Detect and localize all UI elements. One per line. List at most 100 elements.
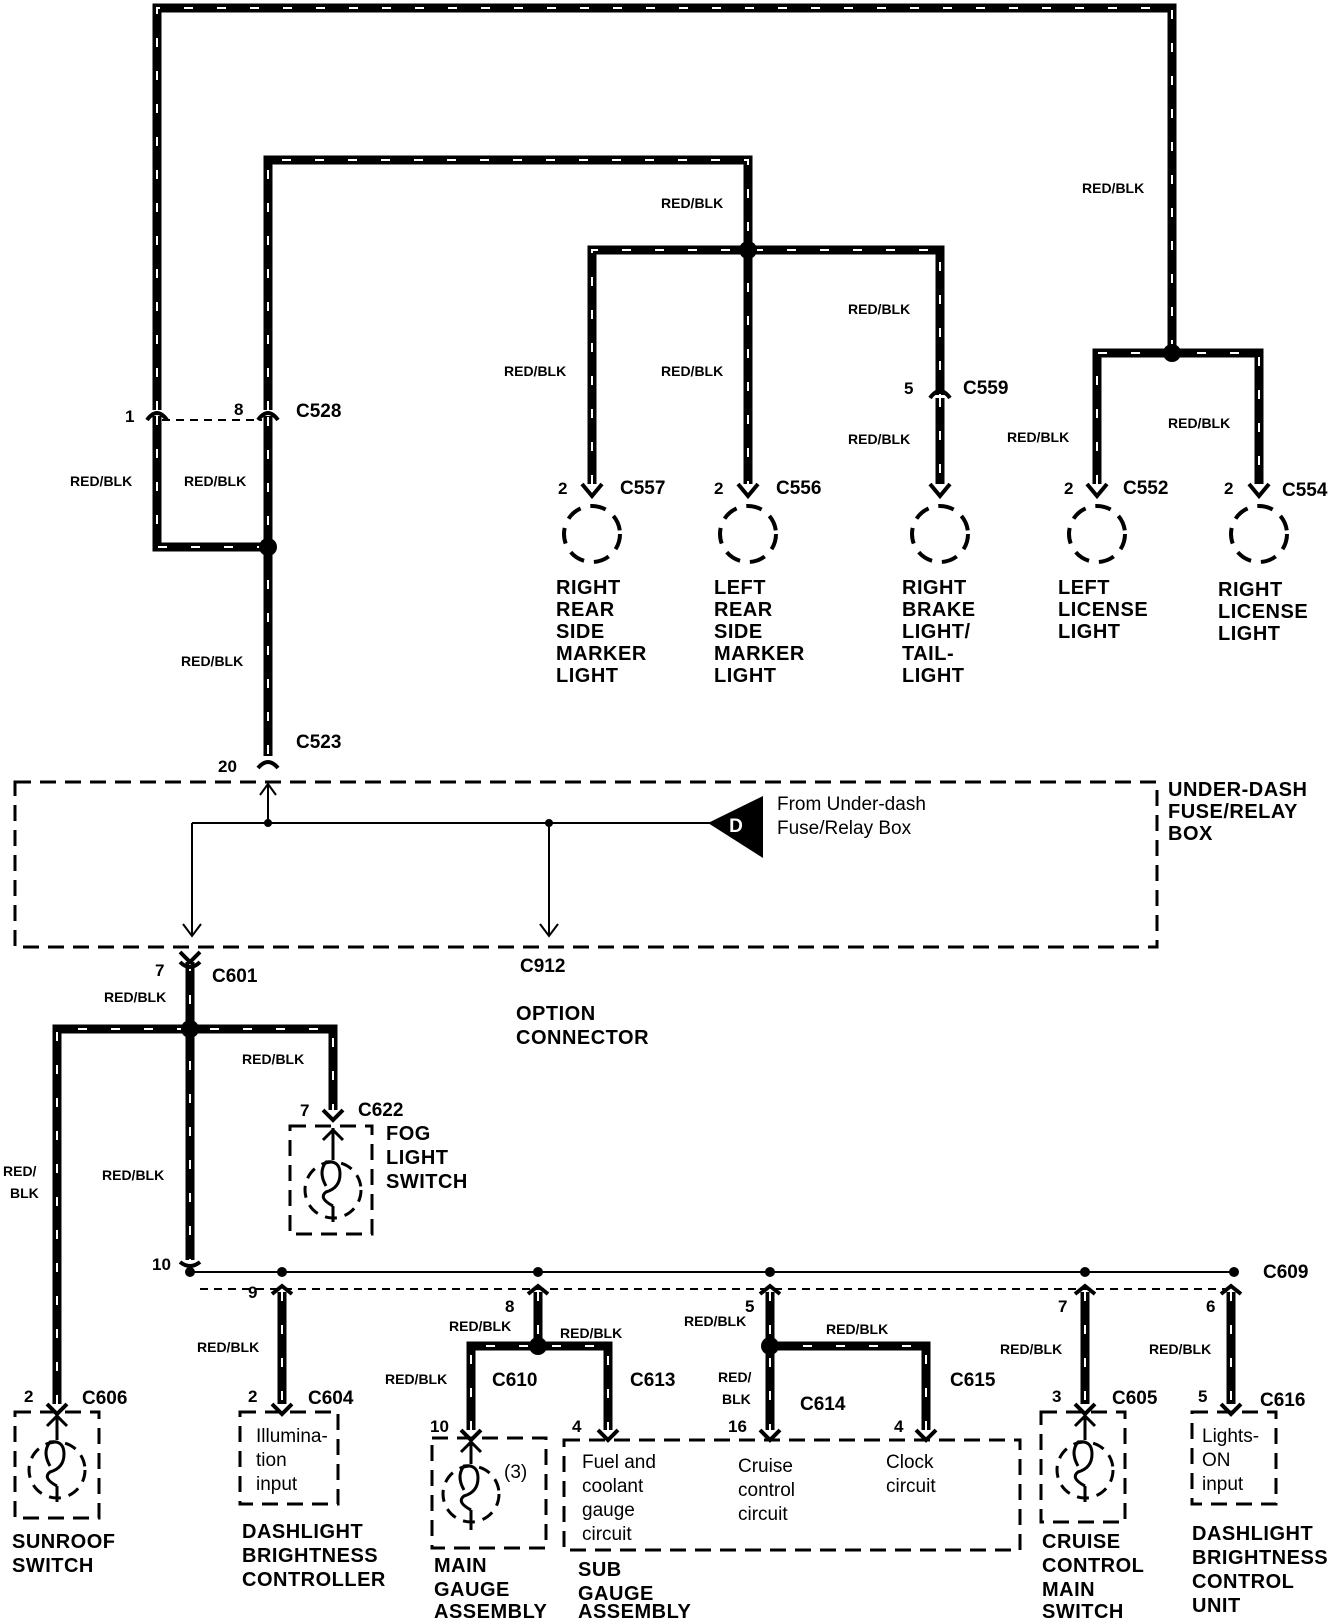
wire-label: RED/BLK [242, 1051, 304, 1067]
svg-text:Fuel and: Fuel and [582, 1452, 656, 1473]
wire-label: RED/BLK [385, 1371, 447, 1387]
pin-numbers: 1 8 2 2 5 2 2 20 7 7 10 9 8 5 7 6 2 2 10… [24, 379, 1233, 1436]
svg-text:circuit: circuit [582, 1524, 632, 1545]
svg-text:OPTION: OPTION [516, 1003, 596, 1025]
svg-text:Lights-: Lights- [1202, 1426, 1259, 1447]
bulb-icon-left-rear-marker [718, 504, 778, 564]
connector-name-c615: C615 [950, 1370, 996, 1391]
fuse-source-text-2: Fuse/Relay Box [777, 818, 912, 839]
left-license-light-label: LEFT LICENSE LIGHT [1058, 577, 1148, 643]
wire-label: RED/BLK [104, 989, 166, 1005]
svg-text:UNIT: UNIT [1192, 1595, 1241, 1617]
connector-name-c556: C556 [776, 478, 821, 499]
dashlight-controller-box [238, 1410, 340, 1506]
pin-number: 3 [1052, 1387, 1061, 1406]
fuse-source-triangle: D From Under-dash Fuse/Relay Box [708, 794, 926, 858]
pin-number: 16 [728, 1417, 747, 1436]
svg-text:DASHLIGHT: DASHLIGHT [242, 1521, 363, 1543]
pin-number: 5 [904, 379, 913, 398]
svg-text:CONTROLLER: CONTROLLER [242, 1569, 386, 1591]
svg-text:CONTROL: CONTROL [1042, 1555, 1144, 1577]
pin-number: 2 [24, 1387, 33, 1406]
fuel-circuit-label: Fuel and coolant gauge circuit [582, 1452, 656, 1545]
svg-text:coolant: coolant [582, 1476, 644, 1497]
connector-name-c604: C604 [308, 1388, 354, 1409]
pin-number: 9 [248, 1283, 257, 1302]
svg-text:SWITCH: SWITCH [12, 1555, 94, 1577]
connector-name-c616: C616 [1260, 1390, 1305, 1411]
pin-number: 2 [248, 1387, 257, 1406]
lights-on-input-label: Lights- ON input [1202, 1426, 1259, 1495]
pin-number: 10 [430, 1417, 449, 1436]
svg-text:REAR: REAR [714, 599, 773, 621]
svg-text:CONTROL: CONTROL [1192, 1571, 1294, 1593]
pin-number: 2 [1064, 479, 1073, 498]
cruise-switch-label: CRUISE CONTROL MAIN SWITCH [1042, 1531, 1144, 1620]
svg-text:SIDE: SIDE [714, 621, 763, 643]
svg-text:SWITCH: SWITCH [1042, 1601, 1124, 1620]
lamp-bulbs [562, 504, 1289, 564]
bulb-icon-right-rear-marker [562, 504, 622, 564]
svg-text:Clock: Clock [886, 1452, 934, 1473]
wire-label: RED/BLK [1082, 180, 1144, 196]
wire-label: RED/BLK [449, 1318, 511, 1334]
connector-name-c606: C606 [82, 1388, 127, 1409]
pin-number: 10 [152, 1255, 171, 1274]
svg-text:BOX: BOX [1168, 823, 1213, 845]
svg-text:RIGHT: RIGHT [1218, 579, 1283, 601]
fog-switch-bulb-icon [303, 1127, 363, 1222]
wire-rear-distribution [587, 245, 945, 484]
connector-name-c559: C559 [963, 378, 1008, 399]
svg-text:RIGHT: RIGHT [902, 577, 967, 599]
connector-name-c613: C613 [630, 1370, 675, 1391]
svg-text:SUNROOF: SUNROOF [12, 1531, 116, 1553]
svg-text:LIGHT: LIGHT [556, 665, 619, 687]
svg-text:MARKER: MARKER [714, 643, 805, 665]
fuse-source-letter: D [729, 816, 743, 837]
pin-number: 4 [894, 1417, 904, 1436]
wire-inner-loop [263, 155, 753, 410]
main-gauge-note: (3) [504, 1462, 527, 1483]
dashlight-controller-input-label: Illumina- tion input [256, 1426, 328, 1495]
svg-text:MAIN: MAIN [434, 1555, 487, 1577]
svg-text:input: input [1202, 1474, 1244, 1495]
component-boxes [13, 780, 1278, 1552]
wire-c528-loop [152, 416, 273, 552]
pin-number: 2 [558, 479, 567, 498]
connector-name-c554: C554 [1282, 480, 1328, 501]
connector-names: C528 C557 C556 C559 C552 C554 C523 C601 … [82, 378, 1328, 1415]
right-brake-light-label: RIGHT BRAKE LIGHT/ TAIL- LIGHT [902, 577, 975, 687]
wire-label: RED/BLK [1149, 1341, 1211, 1357]
pin-number: 2 [1224, 479, 1233, 498]
sunroof-switch-bulb-icon [27, 1413, 87, 1502]
wire-label: RED/BLK [181, 653, 243, 669]
pin-number: 5 [1198, 1387, 1207, 1406]
svg-text:GAUGE: GAUGE [434, 1579, 510, 1601]
bulb-icon-right-license [1229, 504, 1289, 564]
wire-label: RED/BLK [848, 301, 910, 317]
wire-label: RED/BLK [504, 363, 566, 379]
svg-text:BRIGHTNESS: BRIGHTNESS [242, 1545, 378, 1567]
cruise-circuit-label: Cruise control circuit [738, 1456, 795, 1525]
wire-label: RED/BLK [1000, 1341, 1062, 1357]
wire-label: RED/BLK [1007, 429, 1069, 445]
connector-name-c601: C601 [212, 966, 258, 987]
svg-text:FUSE/RELAY: FUSE/RELAY [1168, 801, 1298, 823]
svg-text:input: input [256, 1474, 298, 1495]
svg-text:gauge: gauge [582, 1500, 635, 1521]
svg-text:SWITCH: SWITCH [386, 1171, 468, 1193]
svg-text:GAUGE: GAUGE [578, 1583, 654, 1605]
dashlight-unit-box [1190, 1410, 1278, 1506]
svg-text:DASHLIGHT: DASHLIGHT [1192, 1523, 1313, 1545]
svg-text:ASSEMBLY: ASSEMBLY [578, 1601, 691, 1620]
connector-name-c552: C552 [1123, 478, 1168, 499]
svg-text:REAR: REAR [556, 599, 615, 621]
pin-number: 7 [1058, 1297, 1067, 1316]
under-dash-fuse-box [13, 780, 1159, 949]
wire-label: RED/BLK [848, 431, 910, 447]
svg-text:SUB: SUB [578, 1559, 622, 1581]
pin-number: 7 [155, 961, 164, 980]
svg-text:BRIGHTNESS: BRIGHTNESS [1192, 1547, 1328, 1569]
wire-label: RED/BLK [661, 195, 723, 211]
